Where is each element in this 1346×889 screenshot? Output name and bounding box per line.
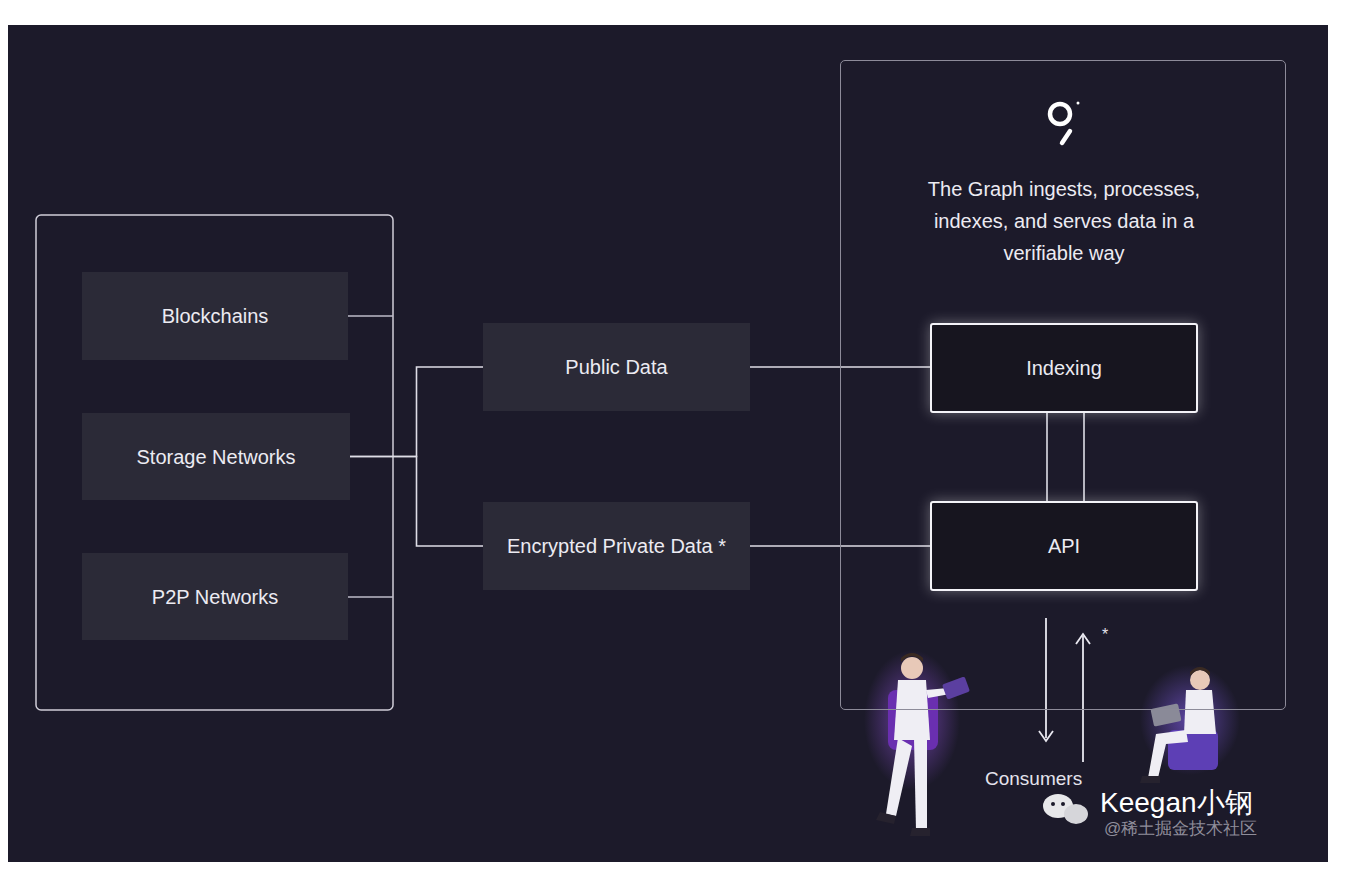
consumers-label: Consumers (985, 768, 1082, 790)
box-label: Public Data (565, 351, 667, 383)
box-label: API (1048, 530, 1080, 562)
box-label: Indexing (1026, 352, 1102, 384)
stub-line (348, 315, 393, 317)
person-left (864, 650, 970, 836)
source-box: Storage Networks (82, 413, 350, 500)
connector-line (1083, 413, 1085, 501)
stub-line (348, 596, 393, 598)
box-label: P2P Networks (152, 581, 278, 613)
panel-description: The Graph ingests, processes, indexes, a… (899, 173, 1229, 269)
footnote-star: * (1102, 626, 1108, 644)
connector-line (1046, 413, 1048, 501)
source-box: P2P Networks (82, 553, 348, 640)
consumer-arrows (1039, 618, 1090, 762)
connector-line (350, 457, 483, 547)
process-box: Indexing (930, 323, 1198, 413)
connector-line (350, 367, 483, 457)
box-label: Storage Networks (137, 441, 296, 473)
source-box: Blockchains (82, 272, 348, 360)
source-container (36, 215, 393, 710)
watermark-source: @稀土掘金技术社区 (1104, 817, 1257, 840)
graph-logo (1050, 102, 1080, 144)
box-label: Encrypted Private Data * (507, 530, 726, 562)
data-box: Encrypted Private Data * (483, 502, 750, 590)
graph-panel: The Graph ingests, processes, indexes, a… (840, 60, 1286, 710)
box-label: Blockchains (162, 300, 269, 332)
watermark-text: Keegan小钢 (1100, 784, 1253, 822)
watermark-icon (1043, 794, 1088, 824)
data-box: Public Data (483, 323, 750, 411)
process-box: API (930, 501, 1198, 591)
person-right (1140, 665, 1240, 783)
